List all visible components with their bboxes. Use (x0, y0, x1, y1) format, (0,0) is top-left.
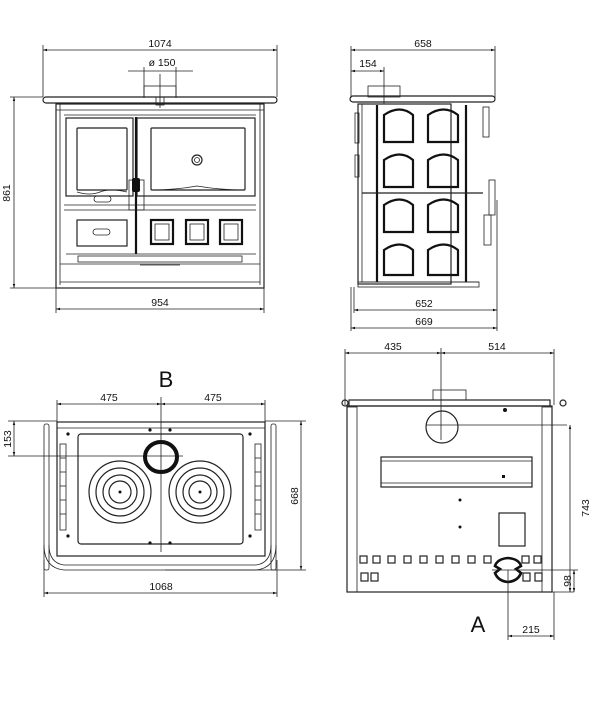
decorative-panel (382, 108, 415, 144)
dim-label-overall-width: 1068 (149, 581, 173, 593)
decorative-panel (426, 108, 460, 144)
top-view: B 475 475 153 (2, 367, 306, 597)
decorative-panel (426, 243, 460, 277)
decorative-panel (382, 153, 415, 189)
dimension-flue-from-back: 153 (2, 420, 183, 457)
dimension-air-inlet-height: 98 (492, 569, 578, 592)
decorative-panel (149, 218, 175, 246)
dimension-top-depth: 658 (350, 38, 496, 98)
cooktop-outline (56, 421, 266, 557)
dim-label-air-inlet-height: 98 (562, 575, 574, 587)
rear-rail-left (346, 406, 358, 593)
dimension-air-inlet-offset: 215 (507, 570, 555, 640)
rear-view: 435 514 (341, 341, 592, 640)
dim-label-overall-depth: 669 (415, 316, 433, 328)
view-label-a: A (471, 612, 486, 637)
dim-label-flue-from-back: 153 (2, 430, 14, 448)
dim-label-flue-diameter: ø 150 (149, 57, 176, 69)
door-handle (132, 178, 140, 192)
dimension-body-depth: 652 (353, 200, 498, 313)
rear-heat-shield (380, 456, 533, 488)
towel-rail-right (270, 423, 277, 571)
side-vents-right (254, 443, 262, 531)
dim-label-flue-offset: 154 (359, 58, 377, 70)
side-body (357, 103, 452, 285)
dimension-base-width: 954 (55, 288, 265, 313)
dim-label-depth: 668 (289, 487, 301, 505)
side-vents-left (59, 443, 67, 531)
side-panels (382, 108, 460, 277)
dimension-top-depth-668: 668 (165, 420, 306, 571)
dim-label-height: 861 (1, 184, 13, 202)
dim-label-top-width: 1074 (148, 38, 172, 50)
cooking-plate (77, 433, 244, 545)
flue-collar (367, 85, 401, 98)
dim-label-air-inlet-offset: 215 (522, 624, 540, 636)
decorative-panel (426, 198, 460, 234)
flue-opening (143, 440, 179, 474)
decorative-panel (426, 153, 460, 189)
stove-body (55, 103, 265, 289)
dim-label-base-width: 954 (151, 297, 169, 309)
dimension-top-halves: 475 475 (56, 392, 266, 552)
dimension-overall-depth: 669 (350, 287, 498, 331)
dim-label-left-half: 475 (100, 392, 118, 404)
dimension-overall-width: 1068 (43, 560, 278, 597)
decorative-panel (218, 218, 244, 246)
flue-collar (432, 389, 467, 401)
dimension-flue-height: 743 (552, 425, 592, 593)
dim-label-top-depth: 658 (414, 38, 432, 50)
towel-rail-left (43, 423, 50, 571)
oven-window (150, 127, 246, 191)
side-handle (488, 179, 496, 216)
hob-ring-left (88, 460, 152, 524)
dim-label-right-half: 475 (204, 392, 222, 404)
dim-label-body-depth: 652 (415, 298, 433, 310)
primary-air-lever (93, 195, 112, 203)
access-panel (498, 512, 526, 547)
decorative-panel (382, 198, 415, 234)
dimension-flue-diameter: ø 150 (128, 57, 193, 108)
decorative-panel (382, 243, 415, 277)
rear-flue-outlet (425, 410, 459, 444)
decorative-panel (184, 218, 210, 246)
cooktop-slab (348, 399, 551, 407)
thermometer-icon (191, 154, 203, 166)
side-view: 658 154 (349, 38, 498, 331)
rear-rail-right (541, 406, 553, 593)
firebox-door (65, 117, 134, 197)
ash-drawer-handle (92, 228, 111, 236)
hob-ring-right (168, 460, 232, 524)
firebox-window (76, 127, 128, 191)
front-view: 1074 ø 150 861 (1, 38, 278, 313)
dimension-top-width: 1074 (42, 38, 278, 97)
oven-door (136, 117, 256, 197)
rear-connectors (359, 555, 543, 582)
view-label-b: B (159, 367, 174, 392)
ash-drawer (76, 219, 128, 247)
dim-label-flue-height: 743 (580, 499, 592, 517)
dimension-height: 861 (1, 96, 58, 289)
dim-label-flue-right: 514 (488, 341, 506, 353)
dim-label-flue-left: 435 (384, 341, 402, 353)
dimension-flue-offset: 154 (351, 58, 385, 104)
cooktop-slab (349, 95, 496, 103)
